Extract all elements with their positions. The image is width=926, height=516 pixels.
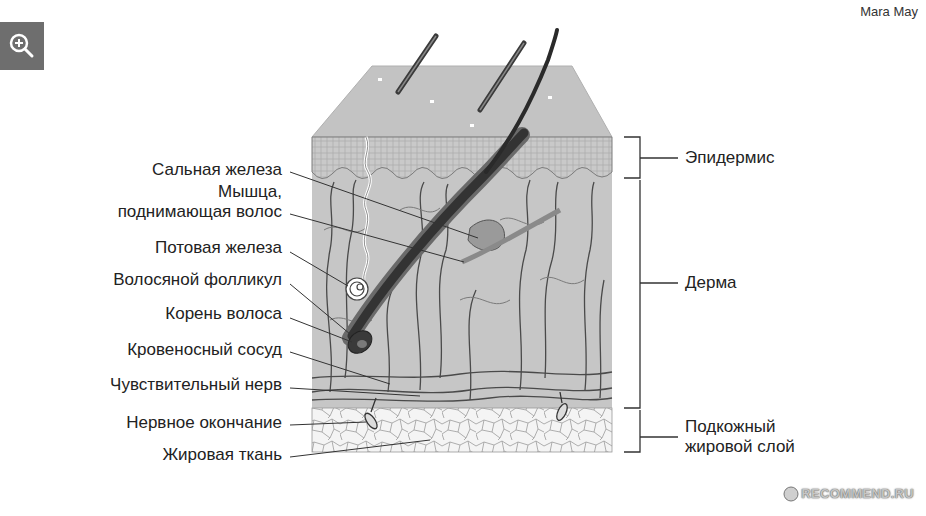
part-label: Жировая ткань xyxy=(162,445,282,465)
part-label: Потовая железа xyxy=(155,238,282,258)
layer-brackets xyxy=(624,137,678,452)
layer-label: Эпидермис xyxy=(685,148,774,168)
hair xyxy=(398,36,436,92)
nerve-ending xyxy=(363,411,380,430)
watermark-logo xyxy=(784,487,798,501)
epidermis-layer xyxy=(312,137,612,179)
nerves-vessels xyxy=(312,180,612,401)
hair xyxy=(480,43,524,110)
watermark-site: RECOMMEND.RU xyxy=(801,486,914,502)
hair xyxy=(398,36,436,92)
part-label: Нервное окончание xyxy=(126,413,282,433)
dermis-layer xyxy=(312,137,612,408)
fat-layer xyxy=(312,408,612,452)
zoom-icon xyxy=(0,22,44,70)
layer-label: Дерма xyxy=(685,273,737,293)
part-label: Сальная железа xyxy=(152,160,282,180)
part-label: Чувствительный нерв xyxy=(110,375,282,395)
skin-surface xyxy=(312,66,612,137)
hair xyxy=(480,43,524,110)
part-label: Мышца, поднимающая волос xyxy=(115,182,282,222)
part-label: Корень волоса xyxy=(165,304,282,324)
layer-label: Подкожный жировой слой xyxy=(685,417,798,457)
part-label: Кровеносный сосуд xyxy=(127,340,282,360)
sweat-gland xyxy=(346,137,370,300)
watermark-author: Mara May xyxy=(860,4,918,20)
leader-lines xyxy=(290,172,478,457)
hair-follicle xyxy=(344,30,560,358)
nerve-ending xyxy=(555,402,570,422)
part-label: Волосяной фолликул xyxy=(113,270,282,290)
